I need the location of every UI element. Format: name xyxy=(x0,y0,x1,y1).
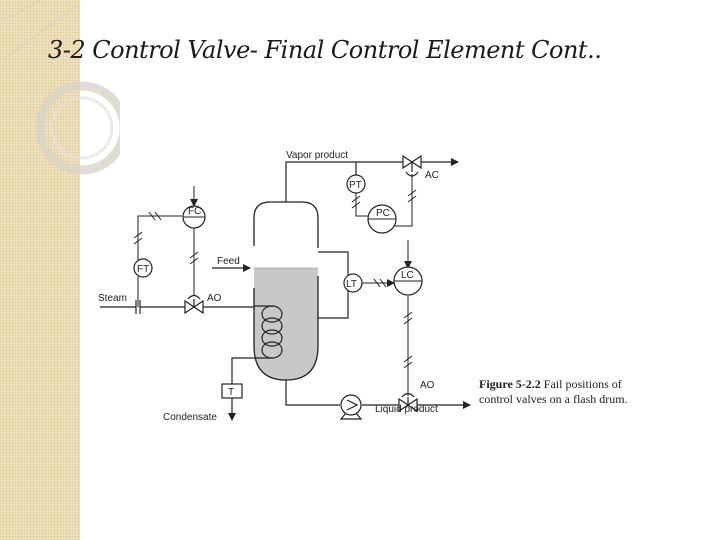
drum-upper-shell xyxy=(253,201,319,248)
lt-bubble xyxy=(343,273,363,293)
lt-label: LT xyxy=(346,279,357,290)
heating-coil xyxy=(254,305,283,359)
pt-bubble xyxy=(346,174,366,194)
steam-label: Steam xyxy=(98,293,127,304)
signal-hatches xyxy=(133,189,417,369)
t-label: T xyxy=(228,387,234,398)
ao-liquid-label: AO xyxy=(420,380,435,391)
vapor-control-valve xyxy=(402,154,422,177)
drum-liquid-level xyxy=(254,268,318,380)
signal-lines xyxy=(137,174,413,396)
level-transmitter-tap xyxy=(318,251,349,319)
liquid-product-label: Liquid product xyxy=(375,404,438,415)
pt-label: PT xyxy=(349,180,362,191)
ao-steam-label: AO xyxy=(207,293,222,304)
figure-number: Figure 5-2.2 xyxy=(479,377,541,391)
feed-label: Feed xyxy=(217,256,240,267)
figure-caption: Figure 5-2.2 Fail positions of control v… xyxy=(479,377,654,407)
pc-to-valve-signal xyxy=(394,174,413,227)
orifice-plate xyxy=(135,300,141,314)
pc-label: PC xyxy=(376,208,390,219)
ac-top-label: AC xyxy=(425,170,439,181)
liquid-control-valve xyxy=(398,392,418,413)
ft-to-fc-signal xyxy=(137,215,182,260)
liquid-product-pump xyxy=(339,394,363,420)
ft-bubble xyxy=(133,258,153,278)
condensate-label: Condensate xyxy=(163,412,217,423)
lc-label: LC xyxy=(401,270,414,281)
steam-control-valve xyxy=(184,294,204,315)
slide-title: 3-2 Control Valve- Final Control Element… xyxy=(48,36,602,64)
vapor-product-line xyxy=(285,158,459,202)
flash-drum-vessel xyxy=(253,201,319,381)
decorative-rings xyxy=(0,0,120,175)
liquid-product-line xyxy=(285,380,470,405)
process-piping xyxy=(100,158,470,421)
figure-caption-text: Fail positions of control valves on a fl… xyxy=(479,377,628,406)
fc-label: FC xyxy=(188,206,201,217)
vapor-product-label: Vapor product xyxy=(286,150,348,161)
condensate-line-a xyxy=(231,357,254,384)
steam-trap xyxy=(221,383,243,399)
ft-label: FT xyxy=(137,264,149,275)
